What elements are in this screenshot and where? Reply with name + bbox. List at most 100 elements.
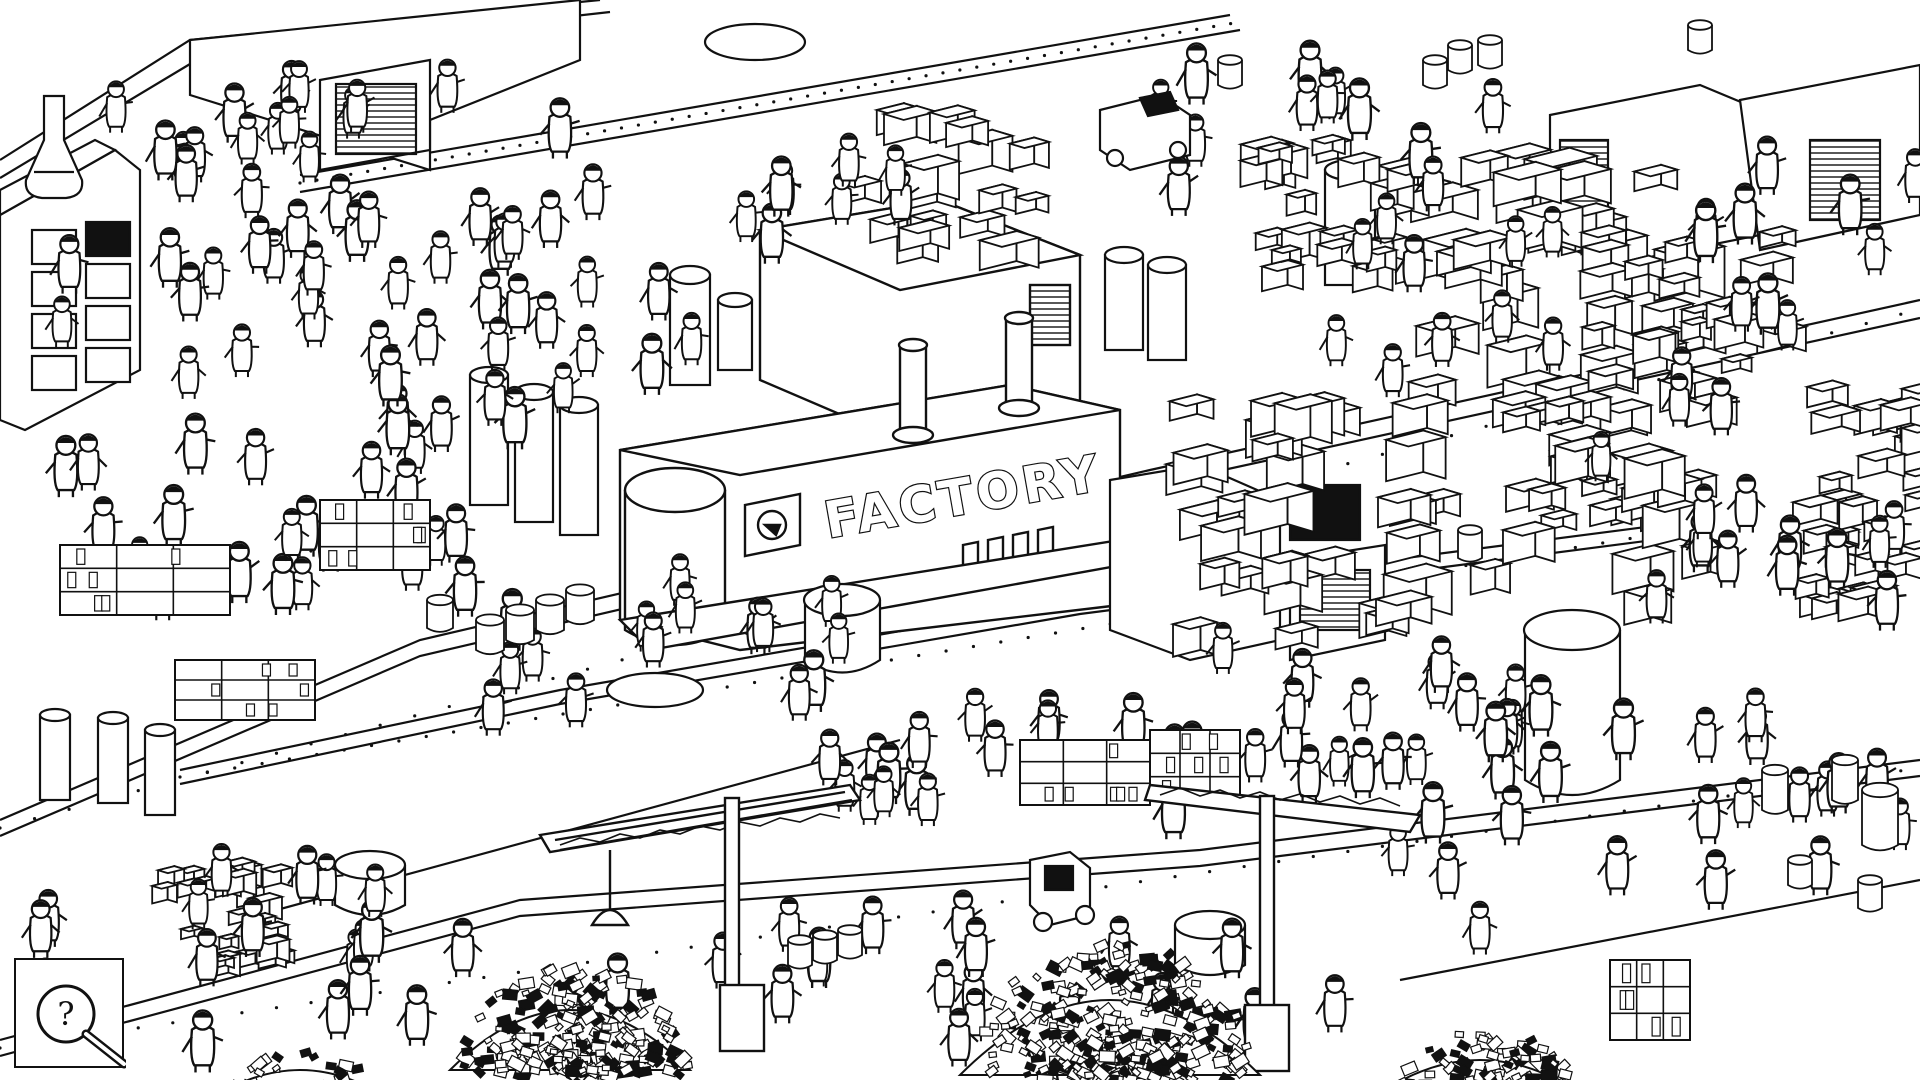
worker[interactable] xyxy=(557,672,594,728)
worker[interactable] xyxy=(909,772,946,827)
worker[interactable] xyxy=(569,323,605,378)
worker[interactable] xyxy=(1289,743,1329,803)
worker[interactable] xyxy=(821,612,856,664)
worker[interactable] xyxy=(436,503,476,563)
worker[interactable] xyxy=(1695,849,1736,910)
worker[interactable] xyxy=(1701,376,1741,436)
worker[interactable] xyxy=(1766,534,1808,596)
worker[interactable] xyxy=(352,440,391,499)
worker[interactable] xyxy=(281,60,317,113)
worker[interactable] xyxy=(271,95,307,149)
worker[interactable] xyxy=(1474,77,1512,134)
worker[interactable] xyxy=(429,58,466,113)
worker[interactable] xyxy=(1686,706,1724,763)
worker[interactable] xyxy=(479,316,517,372)
worker[interactable] xyxy=(1861,514,1897,568)
worker[interactable] xyxy=(1175,42,1218,105)
worker[interactable] xyxy=(473,678,512,736)
worker[interactable] xyxy=(83,496,123,557)
worker[interactable] xyxy=(878,144,913,196)
worker[interactable] xyxy=(1342,737,1383,799)
worker[interactable] xyxy=(1475,700,1517,763)
worker[interactable] xyxy=(44,295,80,348)
worker[interactable] xyxy=(232,897,273,957)
worker[interactable] xyxy=(1685,483,1723,540)
worker[interactable] xyxy=(810,728,849,786)
worker[interactable] xyxy=(1422,635,1461,693)
worker[interactable] xyxy=(1428,841,1468,900)
worker[interactable] xyxy=(44,434,87,498)
worker[interactable] xyxy=(955,916,996,977)
worker[interactable] xyxy=(527,291,566,349)
worker[interactable] xyxy=(494,204,531,260)
worker[interactable] xyxy=(1423,311,1461,367)
worker[interactable] xyxy=(274,507,310,562)
worker[interactable] xyxy=(1338,77,1381,141)
worker[interactable] xyxy=(530,189,570,248)
worker[interactable] xyxy=(780,663,819,721)
worker[interactable] xyxy=(1857,222,1893,276)
worker[interactable] xyxy=(223,323,260,378)
worker[interactable] xyxy=(1461,900,1498,955)
worker[interactable] xyxy=(1398,733,1434,786)
worker[interactable] xyxy=(319,173,361,235)
worker[interactable] xyxy=(422,395,461,453)
worker[interactable] xyxy=(277,198,318,258)
worker[interactable] xyxy=(469,268,511,330)
worker[interactable] xyxy=(239,215,279,274)
worker[interactable] xyxy=(1816,527,1857,589)
worker[interactable] xyxy=(1158,155,1199,216)
worker[interactable] xyxy=(1484,289,1520,343)
worker[interactable] xyxy=(1374,343,1411,398)
worker[interactable] xyxy=(442,917,483,978)
worker[interactable] xyxy=(728,190,763,243)
worker[interactable] xyxy=(1519,674,1562,737)
worker[interactable] xyxy=(1866,569,1907,631)
worker[interactable] xyxy=(1414,155,1452,212)
worker[interactable] xyxy=(357,863,394,917)
worker[interactable] xyxy=(287,844,327,905)
worker[interactable] xyxy=(900,710,938,769)
worker[interactable] xyxy=(1275,677,1314,735)
worker[interactable] xyxy=(152,483,194,547)
worker[interactable] xyxy=(975,719,1014,777)
worker[interactable] xyxy=(98,80,133,133)
worker[interactable] xyxy=(144,119,186,181)
worker[interactable] xyxy=(444,555,485,617)
worker[interactable] xyxy=(170,345,207,399)
worker[interactable] xyxy=(262,552,304,616)
worker[interactable] xyxy=(166,143,206,203)
worker[interactable] xyxy=(639,261,679,321)
worker[interactable] xyxy=(1708,529,1748,588)
worker[interactable] xyxy=(744,597,782,653)
worker[interactable] xyxy=(1205,621,1241,674)
worker[interactable] xyxy=(539,97,580,159)
worker[interactable] xyxy=(407,307,447,366)
worker[interactable] xyxy=(1746,272,1789,335)
worker[interactable] xyxy=(396,984,438,1046)
worker[interactable] xyxy=(830,132,867,187)
worker[interactable] xyxy=(760,155,802,217)
worker[interactable] xyxy=(181,878,215,930)
worker[interactable] xyxy=(1237,728,1273,783)
worker[interactable] xyxy=(1726,473,1766,533)
worker[interactable] xyxy=(1309,69,1345,124)
worker[interactable] xyxy=(203,843,240,897)
worker[interactable] xyxy=(1737,687,1774,743)
worker[interactable] xyxy=(673,311,709,366)
worker[interactable] xyxy=(1369,192,1404,245)
worker[interactable] xyxy=(339,78,375,133)
worker[interactable] xyxy=(1596,835,1638,896)
worker[interactable] xyxy=(214,82,255,143)
worker[interactable] xyxy=(49,233,89,294)
worker[interactable] xyxy=(1724,182,1766,245)
worker[interactable] xyxy=(1318,314,1354,367)
worker[interactable] xyxy=(1345,217,1380,270)
worker[interactable] xyxy=(1491,784,1532,846)
worker[interactable] xyxy=(295,240,332,296)
worker[interactable] xyxy=(493,385,536,450)
worker[interactable] xyxy=(852,773,887,825)
hint-button[interactable]: ? xyxy=(14,958,126,1069)
worker[interactable] xyxy=(369,344,411,407)
